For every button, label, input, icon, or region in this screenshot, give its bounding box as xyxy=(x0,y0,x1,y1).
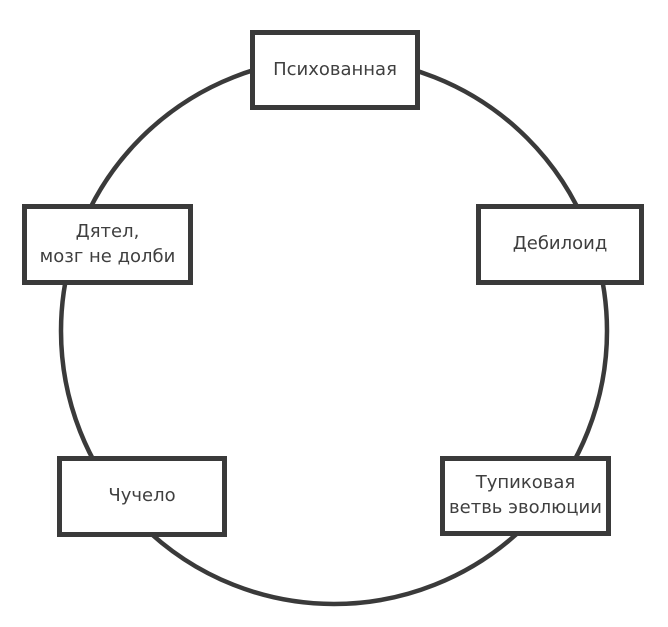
cycle-node-top: Психованная xyxy=(250,30,420,110)
cycle-node-label: Психованная xyxy=(273,58,397,80)
cycle-node-label: Дебилоид xyxy=(512,233,608,255)
cycle-node-right: Дебилоид xyxy=(476,204,644,285)
cycle-node-bottom-left: Чучело xyxy=(57,456,227,537)
cycle-node-label: Тупиковая ветвь эволюции xyxy=(449,472,602,518)
cycle-node-label: Чучело xyxy=(108,485,176,507)
cycle-node-bottom-right: Тупиковая ветвь эволюции xyxy=(440,456,611,536)
cycle-node-label: Дятел, мозг не долби xyxy=(39,220,176,267)
cycle-node-left: Дятел, мозг не долби xyxy=(22,204,193,285)
